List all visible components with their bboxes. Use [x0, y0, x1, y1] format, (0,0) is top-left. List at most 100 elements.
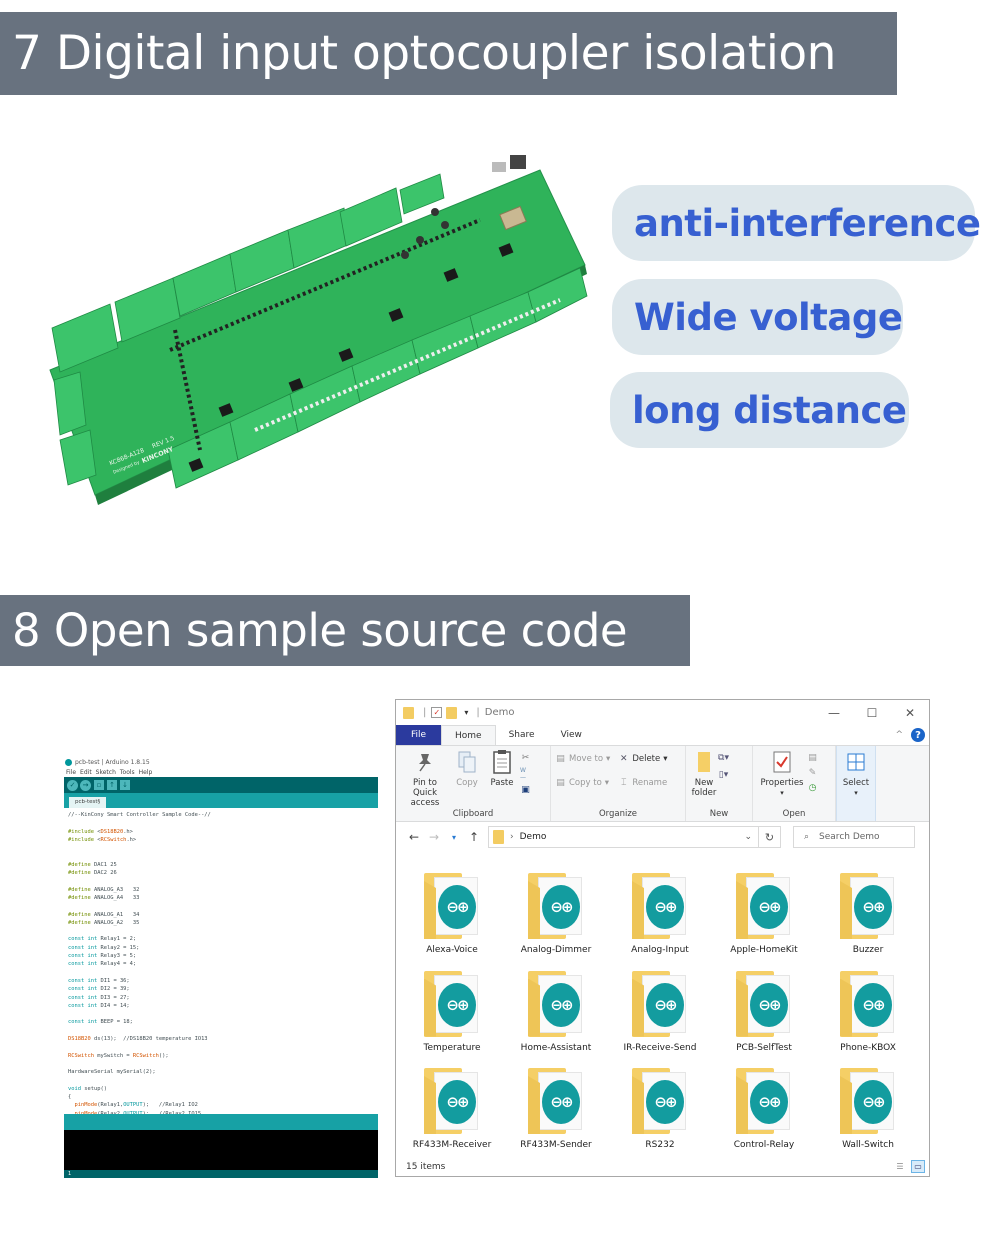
folder-item[interactable]: ⊖⊕Alexa-Voice	[400, 863, 504, 961]
code-token: #include	[68, 836, 98, 843]
ide-menu-edit[interactable]: Edit	[80, 768, 92, 776]
ide-menu-sketch[interactable]: Sketch	[95, 768, 116, 776]
properties-quick-icon[interactable]: ✓	[431, 707, 443, 718]
folder-item[interactable]: ⊖⊕Temperature	[400, 961, 504, 1059]
search-input[interactable]: ⌕ Search Demo	[793, 826, 915, 848]
new-icon[interactable]: ▫	[94, 780, 104, 790]
folder-item[interactable]: ⊖⊕Phone-KBOX	[816, 961, 920, 1059]
arduino-folder-icon: ⊖⊕	[526, 871, 586, 941]
large-icons-view-icon[interactable]: ▭	[911, 1160, 925, 1173]
code-token: BEEP = 18;	[100, 1019, 133, 1026]
ide-menu-help[interactable]: Help	[138, 768, 153, 776]
item-count: 15 items	[406, 1162, 446, 1172]
delete-button[interactable]: ✕ Delete▾	[618, 752, 668, 766]
help-icon[interactable]: ?	[911, 728, 925, 742]
code-line: const int DI2 = 39;	[68, 985, 374, 993]
rename-button[interactable]: ⌶ Rename	[618, 776, 667, 790]
folder-item[interactable]: ⊖⊕RF433M-Receiver	[400, 1058, 504, 1156]
refresh-button[interactable]: ↻	[759, 826, 781, 848]
select-button[interactable]: Select ▾	[841, 749, 871, 821]
code-line: const int BEEP = 18;	[68, 1018, 374, 1026]
ide-menu-file[interactable]: File	[66, 768, 77, 776]
input-chip-column	[173, 329, 202, 451]
paste-shortcut-icon[interactable]: ▣	[521, 784, 530, 795]
minimize-button[interactable]: —	[828, 705, 840, 720]
tab-file[interactable]: File	[396, 725, 441, 745]
code-line: #define ANALOG_A1 34	[68, 911, 374, 919]
folder-item[interactable]: ⊖⊕Home-Assistant	[504, 961, 608, 1059]
folder-item[interactable]: ⊖⊕PCB-SelfTest	[712, 961, 816, 1059]
ribbon-group-select[interactable]: Select ▾	[836, 746, 876, 821]
arduino-folder-icon: ⊖⊕	[526, 969, 586, 1039]
copy-to-button[interactable]: ▤ Copy to▾	[555, 776, 610, 790]
folder-item[interactable]: ⊖⊕Apple-HomeKit	[712, 863, 816, 961]
code-line: #include <DS18B20.h>	[68, 828, 374, 836]
ide-menu-tools[interactable]: Tools	[119, 768, 135, 776]
history-icon[interactable]: ◷	[808, 782, 817, 793]
copy-button[interactable]: Copy	[450, 749, 484, 821]
new-folder-button[interactable]: New folder	[690, 749, 718, 821]
ide-sketch-tab[interactable]: pcb-test§	[69, 797, 107, 808]
folder-item[interactable]: ⊖⊕Buzzer	[816, 863, 920, 961]
collapse-ribbon-icon[interactable]: ^	[895, 730, 903, 740]
new-item-icon[interactable]: ⧉▾	[718, 752, 729, 763]
folder-item[interactable]: ⊖⊕Wall-Switch	[816, 1058, 920, 1156]
easy-access-icon[interactable]: ▯▾	[718, 769, 729, 780]
paste-label: Paste	[490, 778, 514, 788]
organize-group-label: Organize	[598, 809, 638, 819]
code-token: #define	[68, 894, 94, 901]
folder-name: Analog-Input	[631, 945, 689, 955]
code-line	[68, 844, 374, 852]
folder-item[interactable]: ⊖⊕IR-Receive-Send	[608, 961, 712, 1059]
ide-code-editor[interactable]: //--KinCony Smart Controller Sample Code…	[64, 808, 378, 1114]
upload-icon[interactable]: →	[80, 779, 91, 791]
save-icon[interactable]: ↓	[120, 780, 130, 790]
navigation-bar: ← → ▾ ↑ › Demo ⌄ ↻ ⌕ Search Demo	[396, 822, 929, 852]
ribbon-group-organize: ▤ Move to▾ ▤ Copy to▾ ✕ Delete▾ ⌶ Rename	[551, 746, 686, 821]
recent-locations-icon[interactable]: ▾	[451, 832, 456, 842]
tab-share[interactable]: Share	[508, 730, 535, 740]
new-folder-quick-icon[interactable]	[446, 706, 458, 719]
folder-item[interactable]: ⊖⊕Analog-Dimmer	[504, 863, 608, 961]
ribbon-group-clipboard: Pin to Quick access Copy Paste ✂ W— ▣ Cl…	[396, 746, 551, 821]
tab-view[interactable]: View	[560, 730, 582, 740]
code-token: const int	[68, 1002, 101, 1009]
pin-to-quick-access-button[interactable]: Pin to Quick access	[400, 749, 450, 821]
ide-status-bar	[64, 1114, 378, 1130]
section-7-title: 7 Digital input optocoupler isolation	[12, 26, 836, 81]
maximize-button[interactable]: ☐	[866, 705, 878, 720]
code-token: DI4 = 14;	[100, 1002, 130, 1009]
new-small-buttons: ⧉▾ ▯▾	[718, 749, 729, 821]
arduino-folder-icon: ⊖⊕	[422, 969, 482, 1039]
forward-arrow-icon[interactable]: →	[428, 830, 440, 844]
arduino-logo-icon: ⊖⊕	[750, 1080, 788, 1124]
paste-button[interactable]: Paste	[484, 749, 520, 821]
address-bar[interactable]: › Demo ⌄	[488, 826, 759, 848]
edit-icon[interactable]: ✎	[808, 767, 817, 778]
folder-item[interactable]: ⊖⊕ Analog-Input	[608, 863, 712, 961]
address-path[interactable]: Demo	[519, 832, 547, 842]
code-line	[68, 969, 374, 977]
folder-item[interactable]: ⊖⊕RS232	[608, 1058, 712, 1156]
open-icon[interactable]: ▤	[808, 752, 817, 763]
close-button[interactable]: ✕	[904, 705, 916, 720]
open-icon[interactable]: ↑	[107, 780, 117, 790]
folder-item[interactable]: ⊖⊕Control-Relay	[712, 1058, 816, 1156]
verify-icon[interactable]: ✓	[67, 779, 78, 791]
ide-tab-bar: pcb-test§	[64, 793, 378, 808]
copy-path-icon[interactable]: W—	[520, 766, 526, 781]
up-arrow-icon[interactable]: ↑	[468, 830, 480, 844]
move-to-button[interactable]: ▤ Move to▾	[555, 752, 610, 766]
details-view-icon[interactable]: ☰	[896, 1162, 904, 1171]
customize-quick-access-icon[interactable]: ▾	[464, 708, 469, 717]
properties-button[interactable]: Properties ▾	[757, 749, 807, 821]
code-token: OUTPUT	[123, 1102, 143, 1109]
address-history-dropdown-icon[interactable]: ⌄	[744, 832, 752, 842]
arduino-folder-icon: ⊖⊕	[630, 871, 690, 941]
cut-icon[interactable]: ✂	[521, 752, 530, 763]
code-line	[68, 1010, 374, 1018]
move-to-label: Move to	[569, 754, 604, 764]
tab-home[interactable]: Home	[441, 725, 496, 745]
back-arrow-icon[interactable]: ←	[408, 830, 420, 844]
folder-item[interactable]: ⊖⊕RF433M-Sender	[504, 1058, 608, 1156]
